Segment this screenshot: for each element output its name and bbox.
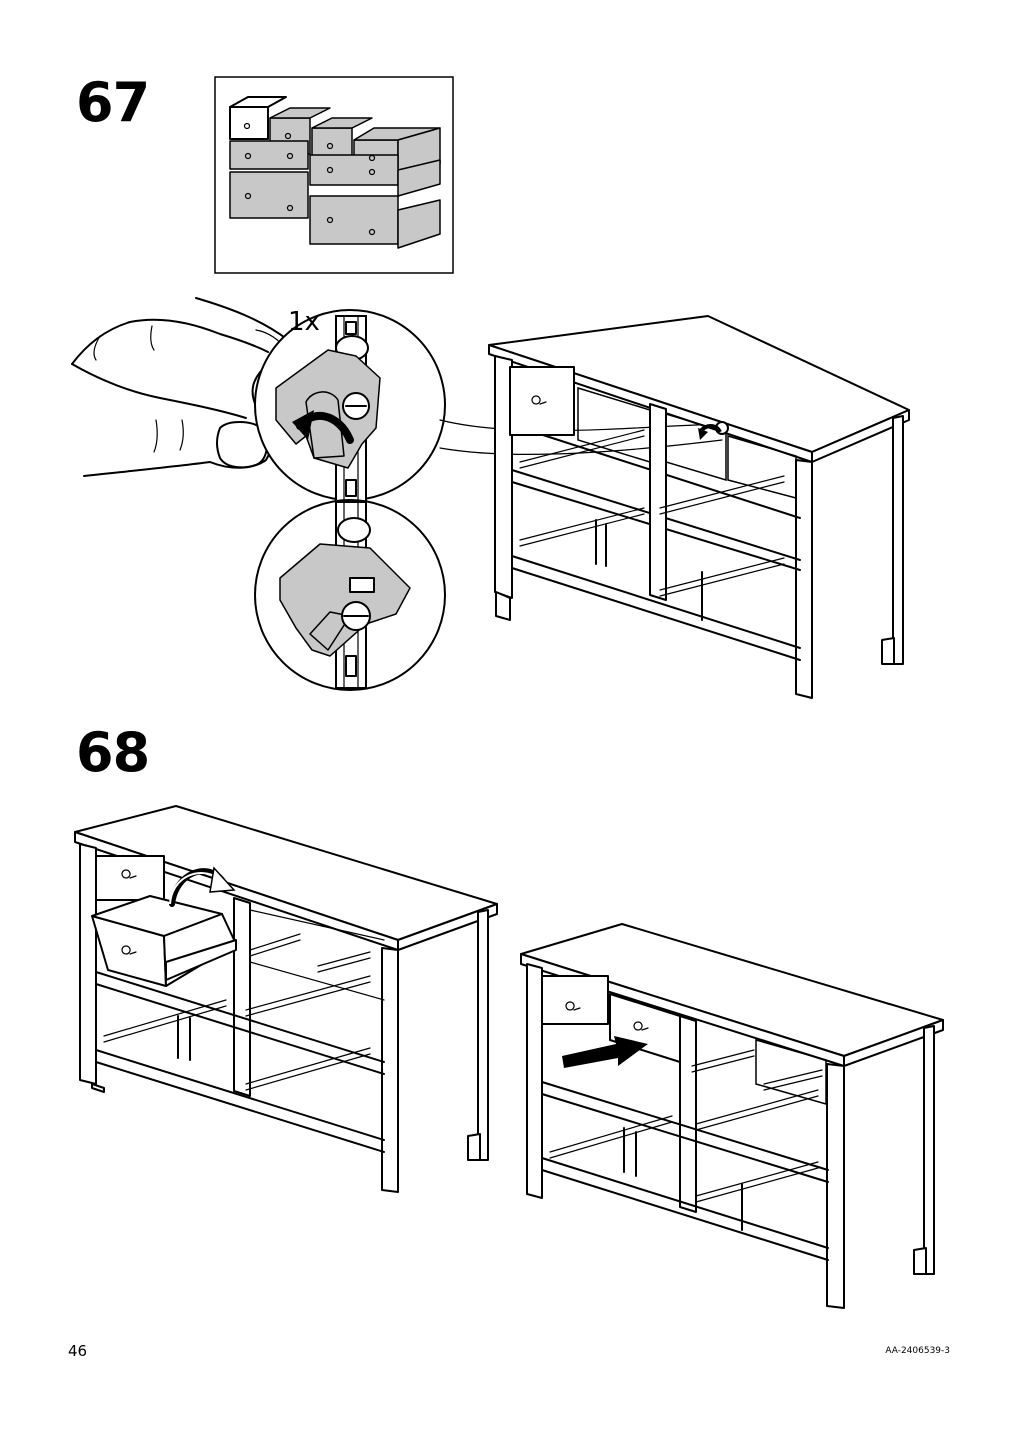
- page-number: 46: [68, 1342, 88, 1360]
- step-number-67: 67: [76, 71, 150, 134]
- drawer-overview-inset: [214, 76, 454, 274]
- document-code: AA-2406539-3: [885, 1346, 950, 1356]
- detail-circle-clip-rotating: [254, 309, 446, 503]
- step-number-68: 68: [76, 721, 150, 784]
- dresser-step68-drawer-push: [520, 923, 944, 1309]
- bottom-drawer-row: [229, 171, 441, 249]
- detail-connector: [439, 419, 723, 432]
- detail-circle-clip-locked: [254, 499, 446, 691]
- middle-drawer-row: [229, 140, 441, 197]
- dresser-step67: [488, 315, 910, 699]
- quantity-label: 1x: [288, 307, 320, 337]
- dresser-step68-drawer-insert: [74, 805, 498, 1193]
